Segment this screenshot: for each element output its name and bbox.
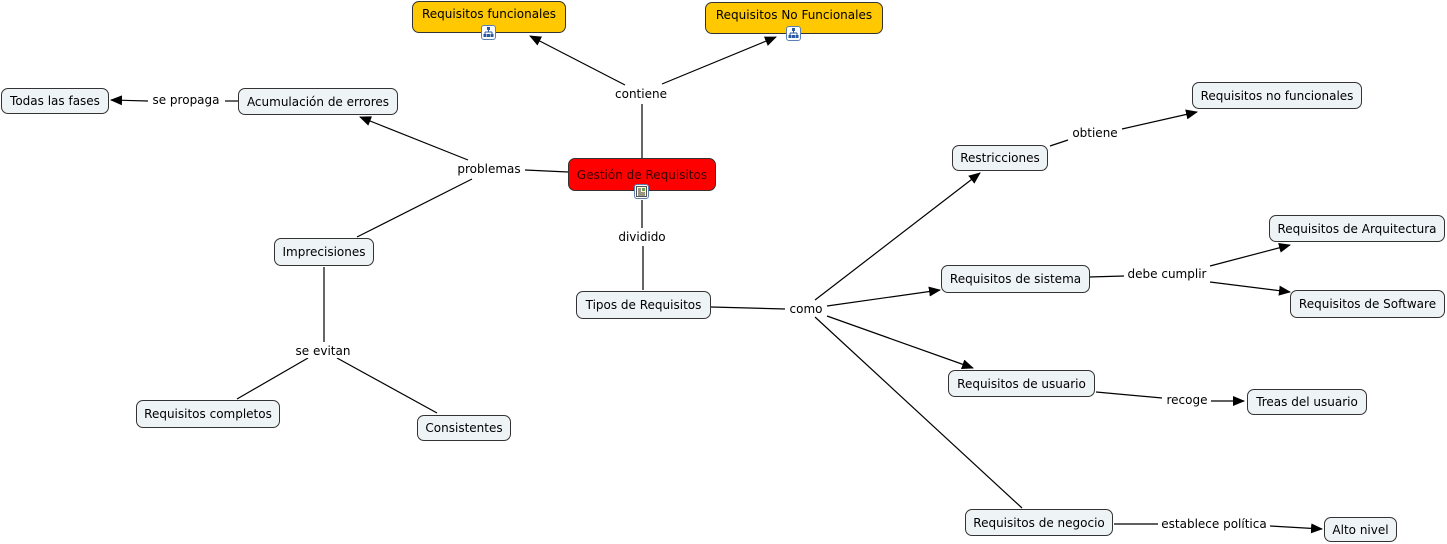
concept-label: Tipos de Requisitos: [585, 298, 702, 312]
arrow-propaga-todas: [110, 95, 149, 106]
concept-label: Requisitos de negocio: [973, 515, 1105, 530]
arrow-debe-software: [1209, 281, 1291, 296]
concept-label: Todas las fases: [10, 94, 100, 108]
line-evitan-completos: [236, 357, 309, 400]
concept-label: Restricciones: [960, 151, 1040, 165]
concept-requisitos-de-usuario[interactable]: Requisitos de usuario: [948, 370, 1095, 397]
concept-requisitos-de-software[interactable]: Requisitos de Software: [1290, 290, 1445, 318]
concept-label: Requisitos No Funcionales: [715, 8, 873, 22]
line-tipos-como: [710, 306, 786, 310]
line-problemas-imprecisiones: [356, 178, 473, 238]
arrow-obtiene-req-no-func2: [1121, 109, 1198, 130]
line-como-negocio: [814, 316, 1023, 509]
concept-label: Gestión de Requisitos: [576, 167, 708, 182]
concept-label: Acumulación de errores: [246, 94, 390, 109]
concept-imprecisiones[interactable]: Imprecisiones: [274, 238, 374, 266]
link-label-se-propaga[interactable]: se propaga: [150, 93, 222, 107]
arrow-como-usuario: [826, 315, 974, 370]
concept-tipos-de-requisitos[interactable]: Tipos de Requisitos: [576, 291, 711, 319]
link-label-recoge[interactable]: recoge: [1164, 393, 1210, 407]
concept-todas-las-fases[interactable]: Todas las fases: [1, 88, 109, 114]
line-usuario-recoge: [1095, 391, 1163, 399]
link-label-contiene[interactable]: contiene: [613, 87, 669, 101]
concept-label: Alto nivel: [1332, 522, 1389, 537]
link-label-problemas[interactable]: problemas: [455, 162, 523, 176]
link-label-debe-cumplir[interactable]: debe cumplir: [1125, 267, 1209, 281]
line-evitan-consistentes: [336, 357, 438, 414]
concept-label: Requisitos de Software: [1298, 297, 1437, 311]
arrow-establece-alto: [1269, 523, 1323, 534]
concept-label: Imprecisiones: [282, 245, 366, 259]
concept-requisitos-de-sistema[interactable]: Requisitos de sistema: [941, 265, 1090, 293]
arrow-contiene-req-func: [529, 35, 626, 86]
concept-alto-nivel[interactable]: Alto nivel: [1324, 517, 1397, 542]
link-label-dividido[interactable]: dividido: [616, 230, 668, 244]
concept-label: Requisitos funcionales: [421, 7, 557, 21]
concept-acumulacion-de-errores[interactable]: Acumulación de errores: [238, 88, 398, 115]
arrow-como-sistema: [826, 286, 941, 307]
concept-label: Requisitos no funcionales: [1200, 88, 1354, 103]
concept-map-link-icon[interactable]: [786, 26, 801, 41]
arrow-contiene-req-nofunc: [661, 36, 777, 85]
line-sistema-debe: [1088, 275, 1125, 278]
line-gestion-problemas: [524, 169, 569, 173]
concept-requisitos-completos[interactable]: Requisitos completos: [136, 400, 280, 428]
concept-consistentes[interactable]: Consistentes: [417, 415, 511, 441]
arrow-debe-arquitectura: [1209, 242, 1291, 267]
link-label-se-evitan[interactable]: se evitan: [293, 344, 353, 358]
arrow-como-restricciones: [814, 172, 981, 301]
concept-map-link-icon[interactable]: [481, 25, 496, 40]
concept-requisitos-no-funcionales-2[interactable]: Requisitos no funcionales: [1192, 82, 1362, 109]
document-resource-icon[interactable]: [634, 184, 649, 199]
concept-requisitos-de-arquitectura[interactable]: Requisitos de Arquitectura: [1269, 215, 1445, 242]
arrow-problemas-acumulacion: [359, 116, 469, 161]
concept-label: Requisitos de Arquitectura: [1277, 221, 1437, 236]
link-label-como[interactable]: como: [787, 302, 825, 316]
concept-label: Consistentes: [425, 421, 503, 435]
concept-label: Treas del usuario: [1256, 395, 1358, 409]
link-label-establece-politica[interactable]: establece política: [1159, 517, 1269, 531]
link-label-obtiene[interactable]: obtiene: [1070, 126, 1120, 140]
concept-label: Requisitos completos: [144, 407, 272, 421]
line-restricciones-obtiene: [1049, 139, 1069, 147]
concept-label: Requisitos de sistema: [949, 272, 1082, 286]
concept-treas-del-usuario[interactable]: Treas del usuario: [1247, 389, 1367, 415]
concept-requisitos-de-negocio[interactable]: Requisitos de negocio: [965, 509, 1113, 536]
concept-label: Requisitos de usuario: [957, 376, 1086, 391]
concept-restricciones[interactable]: Restricciones: [952, 145, 1048, 171]
